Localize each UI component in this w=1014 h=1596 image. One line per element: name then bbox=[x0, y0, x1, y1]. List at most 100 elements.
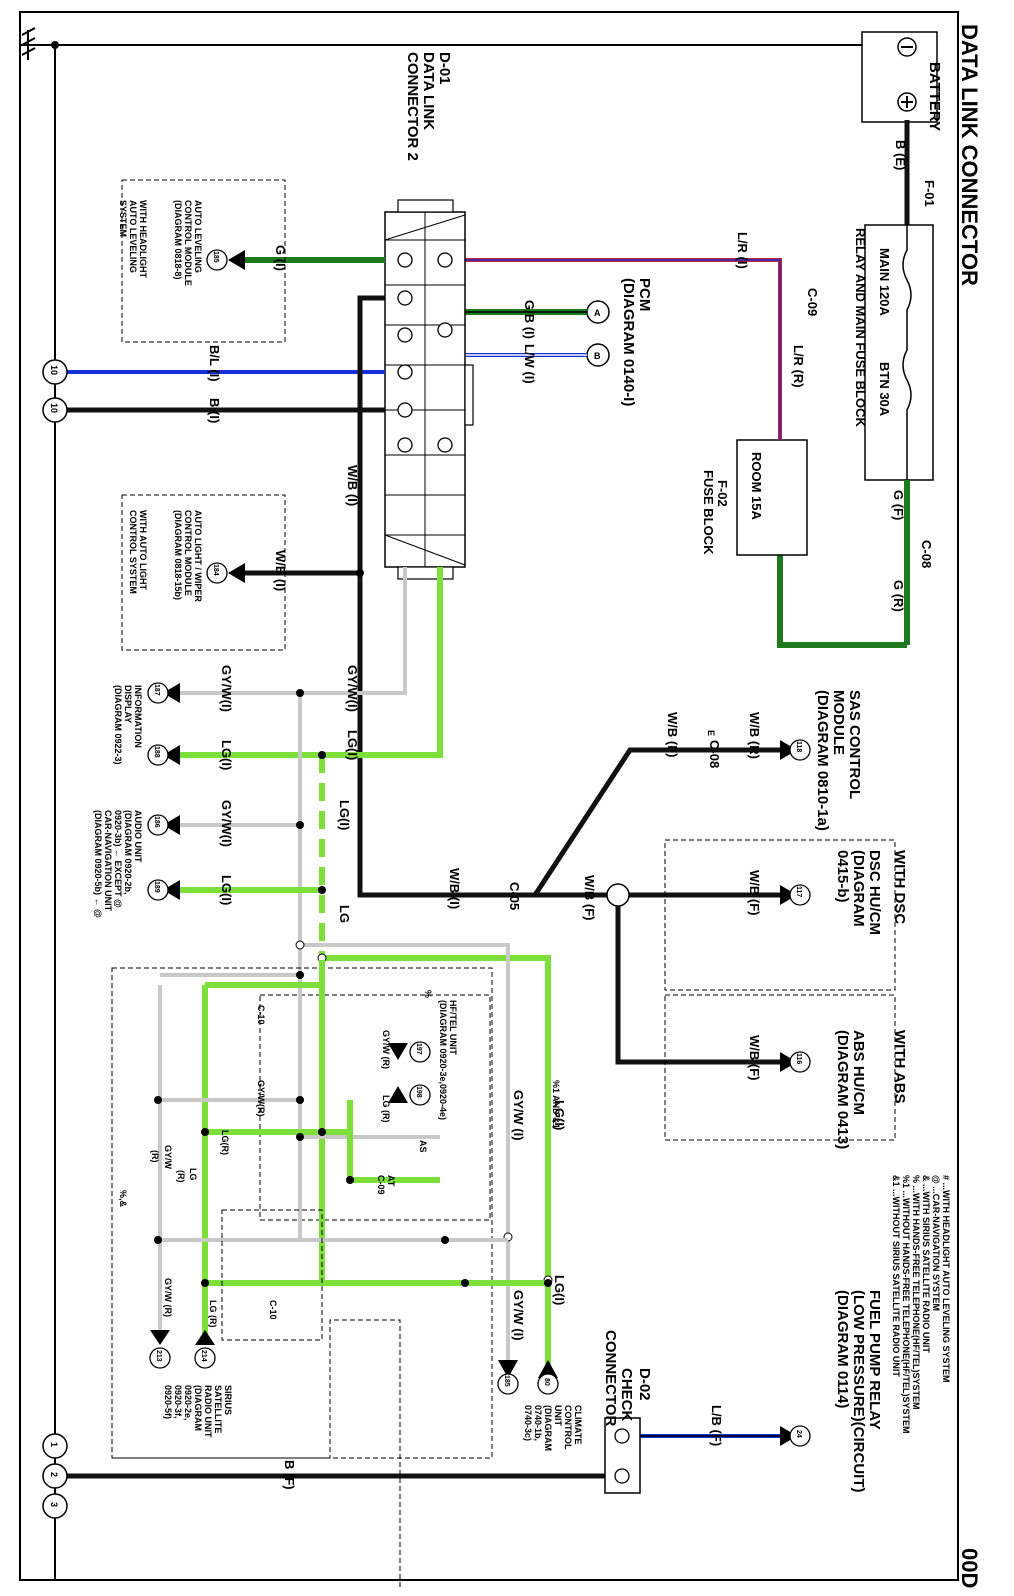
wire-label: LG bbox=[337, 905, 352, 923]
diagram-title: DATA LINK CONNECTOR bbox=[957, 24, 982, 286]
abs-note: WITH ABS bbox=[891, 1030, 908, 1104]
terminal-circle bbox=[194, 1347, 216, 1369]
terminal-circle bbox=[437, 252, 453, 268]
connector-code: F-01 bbox=[922, 180, 937, 207]
wire-label: W/B (F) bbox=[747, 870, 762, 915]
arrow-icon bbox=[163, 683, 180, 703]
label-text: 24 bbox=[795, 1430, 802, 1438]
wire-label: LG(I) bbox=[552, 1275, 567, 1305]
arrow-icon bbox=[195, 1330, 215, 1345]
label-text: C-09 bbox=[376, 1175, 386, 1195]
terminal-circle bbox=[397, 327, 413, 343]
label-text: MODULE bbox=[830, 690, 847, 755]
terminal-circle bbox=[296, 1133, 304, 1141]
page-code: 00D bbox=[957, 1548, 982, 1588]
wire-label: W/B (F) bbox=[582, 875, 597, 920]
terminal-circle bbox=[154, 1096, 162, 1104]
arrow-icon bbox=[150, 1330, 170, 1345]
label-text: %1 AND &1 bbox=[551, 1080, 561, 1129]
label-text: LG (R) bbox=[381, 1095, 391, 1123]
label-text: 1 bbox=[49, 1442, 59, 1447]
option-boundary bbox=[112, 1319, 401, 1590]
wire-label: B (F) bbox=[282, 1460, 297, 1490]
wire-label: L/W (I) bbox=[522, 344, 537, 384]
label-text: 0920-5f) bbox=[163, 1385, 173, 1419]
terminal-circle bbox=[318, 886, 326, 894]
main-fuse-block bbox=[864, 224, 934, 481]
label-text: C-10 bbox=[268, 1300, 278, 1320]
label-text: 0920-3f, bbox=[173, 1385, 183, 1419]
label-text: AT bbox=[386, 1175, 396, 1187]
terminal-circle bbox=[614, 1468, 630, 1484]
fuse-block-name: FUSE BLOCK bbox=[701, 470, 716, 555]
wire-label: LG(I) bbox=[219, 875, 234, 905]
arrow-icon bbox=[163, 745, 180, 765]
label-text: 2 bbox=[49, 1472, 59, 1477]
label-text: 214 bbox=[200, 1350, 207, 1362]
wire-label: LG(I) bbox=[219, 740, 234, 770]
terminal-circle bbox=[397, 437, 413, 453]
auto-leveling-box bbox=[121, 179, 286, 343]
sas-label: SAS CONTROL bbox=[846, 690, 863, 799]
label-text: 188 bbox=[153, 746, 160, 758]
label-text: # ...WITH HEADLIGHT AUTO LEVELING SYSTEM bbox=[941, 1175, 951, 1383]
arrow-icon bbox=[388, 1043, 408, 1060]
label-text: (DIAGRAM bbox=[193, 1385, 203, 1431]
label-text: 0740-1b, bbox=[533, 1405, 543, 1441]
pin-187 bbox=[147, 682, 169, 704]
wire-label: G (F) bbox=[891, 490, 906, 520]
wire-label: LG(I) bbox=[337, 800, 352, 830]
junction-dot bbox=[51, 41, 59, 49]
terminal-circle bbox=[346, 1176, 354, 1184]
label-text: WITH AUTO LIGHT bbox=[138, 510, 148, 590]
label-text: SIRIUS bbox=[223, 1385, 233, 1415]
terminal-circle bbox=[42, 1493, 68, 1519]
wire-label: G/B (I) bbox=[522, 300, 537, 339]
terminal-circle bbox=[318, 1128, 326, 1136]
terminal-circle bbox=[397, 402, 413, 418]
wire-gyw bbox=[160, 567, 407, 695]
dsc-box bbox=[664, 839, 896, 991]
terminal-circle bbox=[296, 971, 304, 979]
label-text: CHECK bbox=[618, 1368, 635, 1422]
label-text: AS bbox=[418, 1140, 428, 1153]
pin-186 bbox=[147, 814, 169, 836]
pin-189 bbox=[147, 879, 169, 901]
label-text: CONTROL bbox=[563, 1405, 573, 1450]
diagram-shape bbox=[21, 37, 36, 46]
abs-box bbox=[664, 994, 896, 1141]
label-text: (DIAGRAM 0818-8) bbox=[173, 200, 183, 280]
wire-label: G (R) bbox=[891, 580, 906, 612]
wire-lr-stripe bbox=[465, 259, 781, 440]
label-text: @ ...CAR-NAVIGATION SYSTEM bbox=[931, 1175, 941, 1311]
terminal-circle bbox=[201, 1279, 209, 1287]
terminal-circle bbox=[789, 884, 811, 906]
label-text: % ...WITH HANDS-FREE TELEPHONE(HF/TEL)SY… bbox=[911, 1175, 921, 1410]
label-text: (DIAGRAM 0920-5b) ← @ bbox=[93, 810, 103, 918]
label-text: (DIAGRAM 0413) bbox=[834, 1030, 851, 1149]
battery-label: BATTERY bbox=[926, 62, 943, 131]
pcm-label: PCM bbox=[636, 278, 653, 311]
auto-light-box bbox=[121, 494, 286, 651]
label-text: (DIAGRAM 0920-2b, bbox=[123, 810, 133, 895]
splice bbox=[606, 883, 630, 907]
terminal-circle bbox=[537, 1373, 559, 1395]
label-text: %,& bbox=[118, 1190, 128, 1208]
terminal-circle bbox=[461, 1279, 469, 1287]
label-text: A bbox=[594, 308, 601, 318]
fuse-label: MAIN 120A bbox=[877, 248, 892, 317]
wire-label: L/R (I) bbox=[735, 232, 750, 269]
connector-code: F-02 bbox=[715, 480, 730, 507]
hftel-box bbox=[259, 994, 491, 1221]
diagram-shape bbox=[21, 47, 36, 56]
terminal-circle bbox=[201, 1128, 209, 1136]
label-text: (DIAGRAM bbox=[850, 850, 867, 927]
label-text: (R) bbox=[150, 1150, 160, 1163]
connector-code: C-09 bbox=[805, 288, 820, 316]
wire-wb bbox=[357, 295, 535, 898]
c10-box bbox=[221, 1209, 323, 1341]
connector-code: C-05 bbox=[507, 882, 522, 910]
arrow-icon bbox=[780, 740, 797, 760]
fuel-pump-label: FUEL PUMP RELAY bbox=[866, 1290, 883, 1430]
label-text: (LOW PRESSURE)(CIRCUIT) bbox=[850, 1290, 867, 1493]
